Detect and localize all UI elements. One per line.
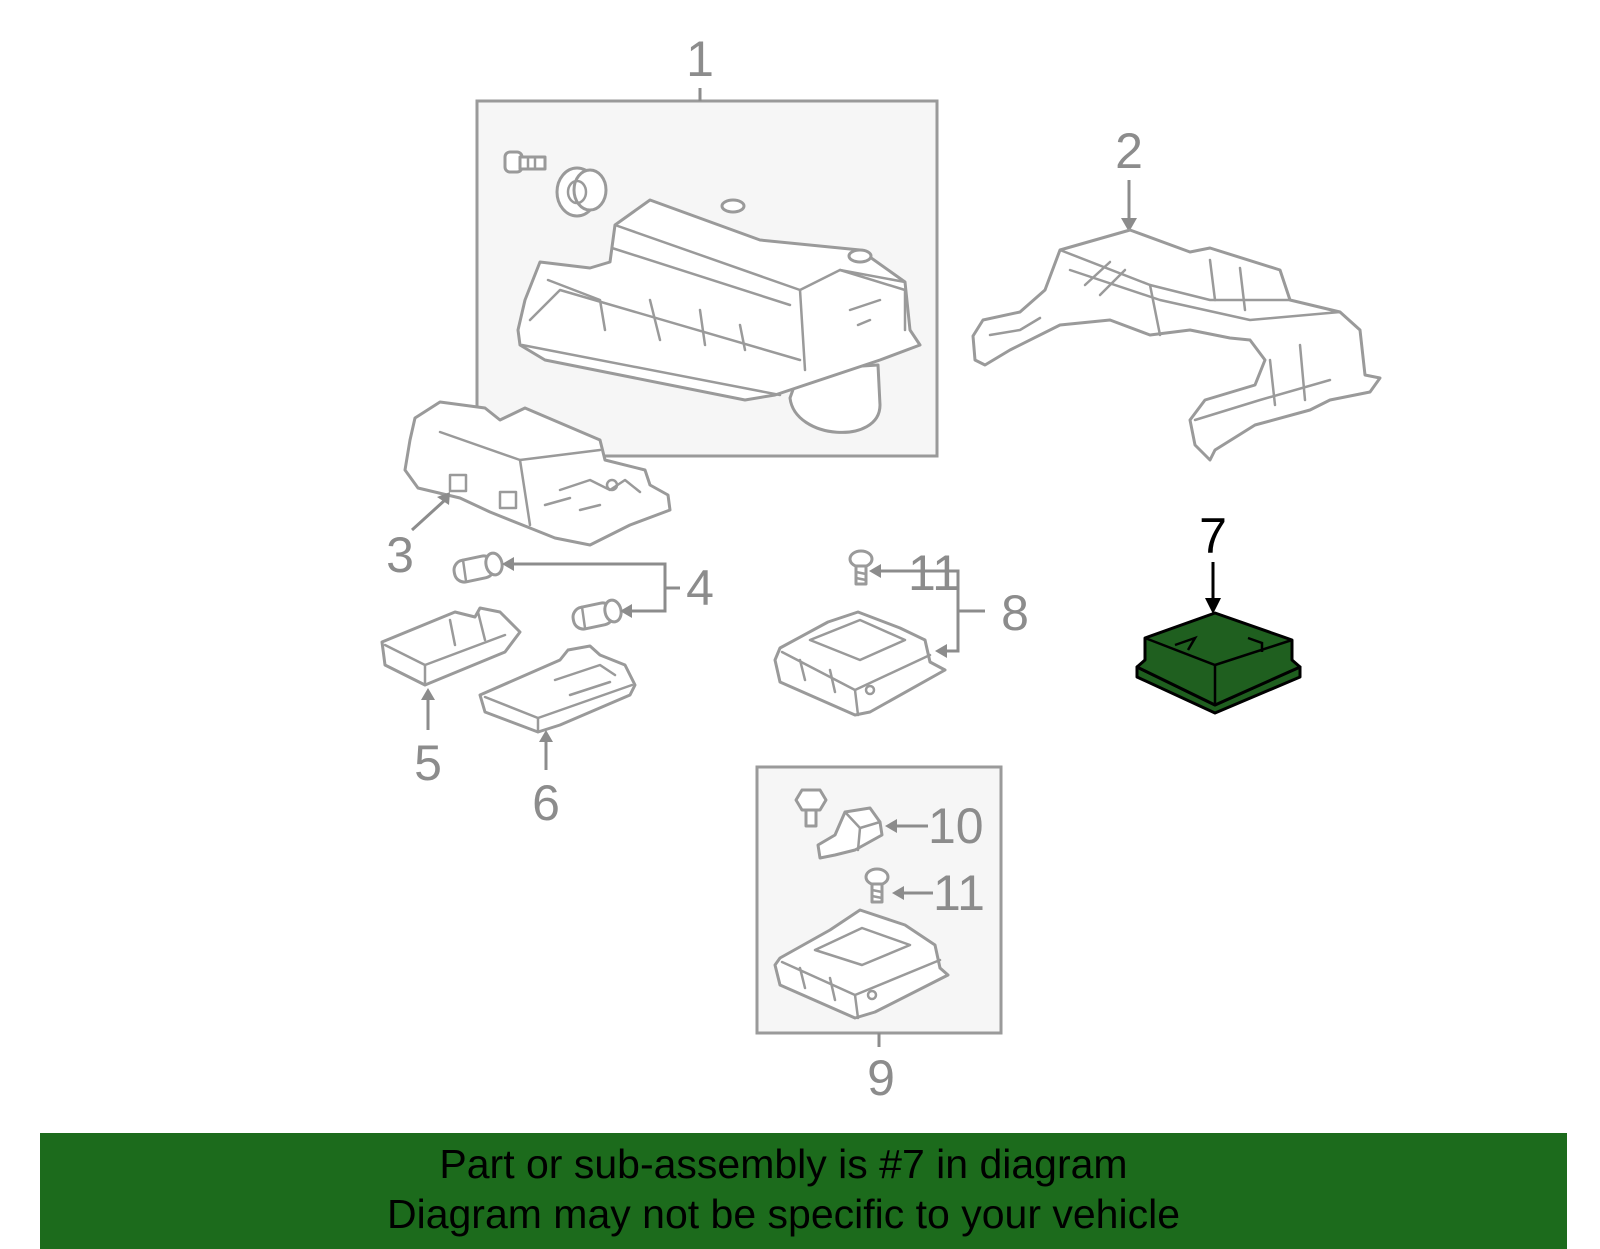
- part-5-group[interactable]: 5: [380, 606, 522, 791]
- overhead-console-icon: [516, 198, 922, 434]
- part-notice-banner: Part or sub-assembly is #7 in diagram Di…: [40, 1133, 1567, 1249]
- callout-11-upper: 11: [908, 545, 960, 601]
- callout-4: 4: [686, 560, 714, 616]
- clip-icon: [555, 166, 608, 218]
- part-1-group[interactable]: 1: [475, 31, 939, 458]
- callout-6: 6: [532, 775, 560, 831]
- callout-2: 2: [1115, 123, 1143, 179]
- control-module-icon: [1135, 611, 1302, 715]
- bulb-icon: [571, 598, 623, 631]
- screw-icon: [503, 150, 547, 174]
- part-2-group[interactable]: 2: [971, 123, 1382, 462]
- clip-bracket-icon: [816, 806, 884, 860]
- screw-icon: [864, 867, 890, 904]
- part-7-group[interactable]: 7: [1135, 508, 1302, 715]
- dome-light-icon: [773, 610, 947, 717]
- callout-9: 9: [867, 1050, 895, 1106]
- callout-3: 3: [386, 527, 414, 583]
- notice-line-1: Part or sub-assembly is #7 in diagram: [439, 1141, 1128, 1187]
- lamp-housing-icon: [403, 400, 672, 547]
- lens-icon: [380, 606, 522, 687]
- part-6-group[interactable]: 6: [478, 644, 637, 831]
- lens-icon: [478, 644, 637, 734]
- part-8-group[interactable]: 11 8: [773, 545, 1029, 717]
- callout-5: 5: [414, 735, 442, 791]
- dome-light-icon: [773, 908, 950, 1020]
- callout-8: 8: [1001, 585, 1029, 641]
- callout-11-lower: 11: [933, 865, 985, 921]
- callout-10: 10: [928, 798, 984, 854]
- bolt-icon: [794, 788, 828, 828]
- roof-bracket-icon: [971, 228, 1382, 462]
- notice-line-2: Diagram may not be specific to your vehi…: [386, 1191, 1180, 1237]
- part-9-group[interactable]: 10 11 9: [755, 765, 1003, 1106]
- callout-7: 7: [1199, 508, 1227, 564]
- screw-icon: [848, 549, 874, 586]
- parts-diagram: 1 2 3: [380, 31, 1382, 1106]
- part-3-group[interactable]: 3: [386, 400, 672, 583]
- callout-1: 1: [686, 31, 714, 87]
- part-4-group[interactable]: 4: [452, 551, 714, 631]
- bulb-icon: [452, 551, 504, 584]
